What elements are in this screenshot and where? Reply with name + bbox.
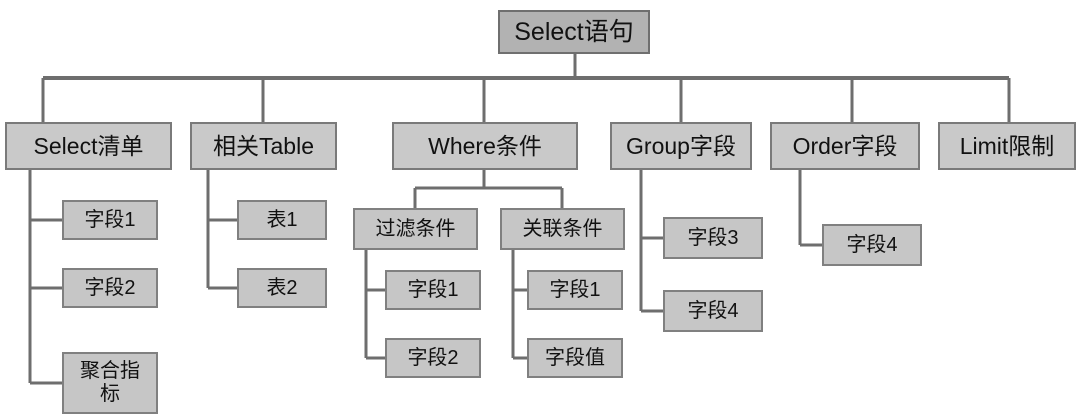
node-root-select-statement[interactable]: Select语句 bbox=[498, 10, 650, 54]
node-label: 字段1 bbox=[549, 278, 601, 301]
node-label: 字段2 bbox=[84, 276, 136, 299]
node-label: Select语句 bbox=[514, 17, 634, 46]
node-select-list-aggregate[interactable]: 聚合指 标 bbox=[62, 352, 158, 414]
node-label: 表2 bbox=[266, 276, 298, 299]
node-label: 字段值 bbox=[545, 346, 605, 369]
node-label: Order字段 bbox=[792, 132, 898, 159]
node-join-condition-field1[interactable]: 字段1 bbox=[527, 270, 623, 310]
node-related-table-table2[interactable]: 表2 bbox=[237, 268, 327, 308]
node-group-field-field4[interactable]: 字段4 bbox=[663, 290, 763, 332]
node-label: 字段4 bbox=[687, 299, 739, 322]
node-filter-condition-field2[interactable]: 字段2 bbox=[385, 338, 481, 378]
node-label: Limit限制 bbox=[959, 132, 1055, 159]
node-select-list-field2[interactable]: 字段2 bbox=[62, 268, 158, 308]
node-label: Where条件 bbox=[428, 132, 542, 159]
node-label: 表1 bbox=[266, 208, 298, 231]
node-filter-condition-field1[interactable]: 字段1 bbox=[385, 270, 481, 310]
node-group-field[interactable]: Group字段 bbox=[610, 122, 752, 170]
node-label: 字段1 bbox=[84, 208, 136, 231]
node-label: 字段3 bbox=[687, 226, 739, 249]
node-label: 关联条件 bbox=[522, 217, 603, 240]
node-join-condition-field-value[interactable]: 字段值 bbox=[527, 338, 623, 378]
node-where-filter-condition[interactable]: 过滤条件 bbox=[353, 208, 478, 250]
node-where-join-condition[interactable]: 关联条件 bbox=[500, 208, 625, 250]
node-related-table-table1[interactable]: 表1 bbox=[237, 200, 327, 240]
node-label: 字段4 bbox=[846, 233, 898, 256]
node-where-condition[interactable]: Where条件 bbox=[392, 122, 578, 170]
node-limit[interactable]: Limit限制 bbox=[938, 122, 1076, 170]
node-order-field[interactable]: Order字段 bbox=[770, 122, 920, 170]
node-label: 字段1 bbox=[407, 278, 459, 301]
node-related-table[interactable]: 相关Table bbox=[190, 122, 337, 170]
node-order-field-field4[interactable]: 字段4 bbox=[822, 224, 922, 266]
node-select-list-field1[interactable]: 字段1 bbox=[62, 200, 158, 240]
node-label: 聚合指 标 bbox=[80, 360, 140, 405]
node-group-field-field3[interactable]: 字段3 bbox=[663, 217, 763, 259]
node-label: Group字段 bbox=[626, 132, 736, 159]
node-label: 字段2 bbox=[407, 346, 459, 369]
node-select-list[interactable]: Select清单 bbox=[5, 122, 172, 170]
node-label: 过滤条件 bbox=[375, 217, 456, 240]
node-label: Select清单 bbox=[33, 132, 144, 159]
node-label: 相关Table bbox=[213, 132, 314, 159]
